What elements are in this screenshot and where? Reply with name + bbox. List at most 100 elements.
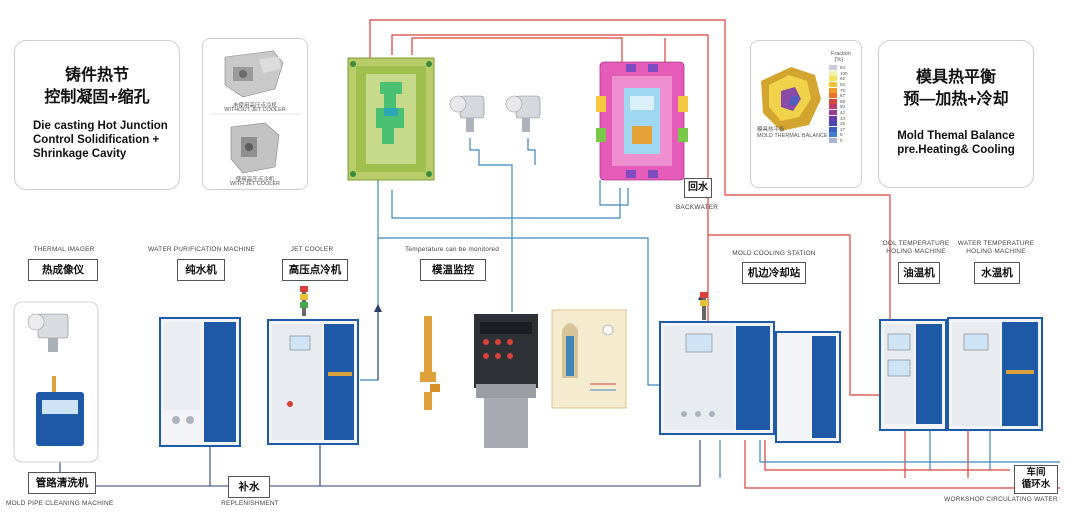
- workshop-water-label-2: 循环水: [1021, 479, 1051, 490]
- legend-value: 67: [840, 93, 846, 99]
- legend-value: 50: [840, 104, 846, 110]
- legend-value: 84: [840, 65, 846, 71]
- flow-arrow-up-left: [374, 304, 382, 312]
- workshop-water-label: 车间 循环水: [1014, 465, 1058, 494]
- oil-temp-label-en-2: HOLING MACHINE: [886, 248, 946, 255]
- temp-monitor-label: 模温监控: [420, 259, 486, 281]
- legend-row: 33: [829, 115, 857, 121]
- mold-cooling-label-en: MOLD COOLING STATION: [732, 250, 816, 257]
- pipe-cleaning-card: [13, 301, 99, 463]
- jet-cooler-head-2: [505, 95, 541, 132]
- replenish-label: 补水: [228, 476, 270, 498]
- with-jet-cooler-caption: 使用高压点冷机: [235, 177, 275, 183]
- hot-junction-title-en-3: Shrinkage Cavity: [33, 148, 127, 160]
- temperature-monitor-cabinet: [474, 314, 538, 448]
- mold-sensor-diagram: [551, 309, 627, 409]
- casting-part-top-image: [224, 50, 284, 98]
- legend-row: 17: [829, 126, 857, 133]
- mold-thermal-balance-card: 模具热平衡 预—加热+冷却 Mold Themal Balance pre.He…: [878, 40, 1034, 188]
- legend-row: 42: [829, 110, 857, 116]
- workshop-water-label-1: 车间: [1026, 467, 1046, 478]
- legend-swatch: [829, 104, 837, 110]
- jet-cooler-head-1: [449, 95, 485, 132]
- thermal-balance-title-zh-1: 模具热平衡: [915, 69, 996, 86]
- pipe-cleaning-label-en: MOLD PIPE CLEANING MACHINE: [6, 500, 114, 507]
- without-jet-cooler-caption: 未使用高压点冷机: [232, 103, 277, 109]
- legend-value: 0: [840, 138, 843, 144]
- water-temperature-machine: [947, 317, 1043, 431]
- legend-value: 42: [840, 110, 846, 116]
- legend-swatch: [829, 98, 837, 104]
- legend-swatch: [829, 110, 837, 116]
- legend-swatch: [829, 138, 837, 144]
- hot-junction-title-en-1: Die casting Hot Junction: [33, 120, 168, 132]
- casting-part-images: [209, 50, 301, 174]
- legend-row: 100: [829, 70, 857, 77]
- jet-cooler-machine: [267, 286, 359, 445]
- red-pipe-lines: [369, 19, 1060, 489]
- thermocouple-probe: [420, 316, 440, 410]
- legend-value: 75: [840, 87, 846, 93]
- legend-swatch: [829, 93, 837, 99]
- legend-swatch: [829, 70, 837, 76]
- water-temp-label-en-1: WATER TEMPERATURE: [957, 240, 1035, 247]
- legend-title-2: [%]: [835, 57, 843, 63]
- legend-value: 58: [840, 98, 846, 104]
- water-temp-label-en-2: HOLING MACHINE: [966, 248, 1026, 255]
- legend-row: 92: [829, 76, 857, 82]
- replenish-label-en: REPLENISHMENT: [221, 500, 279, 507]
- legend-swatch: [829, 82, 837, 88]
- legend-value: 8: [840, 132, 843, 138]
- thermal-balance-title-en-2: pre.Heating& Cooling: [897, 144, 1015, 156]
- legend-row: 8: [829, 132, 857, 138]
- mold-cooling-label: 机边冷却站: [742, 262, 806, 284]
- blue-pipe-lines: [360, 138, 1060, 478]
- temp-monitor-label-en: Temperature can be monitored: [404, 246, 500, 253]
- thermal-imager-label: 热成像仪: [28, 259, 98, 281]
- mold-cooling-station: [659, 292, 841, 443]
- backwater-label: 回水: [684, 178, 712, 198]
- legend-value: 92: [840, 76, 846, 82]
- legend-value: 100: [840, 70, 848, 76]
- hot-junction-title-zh-1: 铸件热节: [64, 67, 129, 84]
- oil-temp-label-en-1: OOL TEMPERATURE: [882, 240, 950, 247]
- legend-swatch: [829, 132, 837, 138]
- legend-row: 0: [829, 138, 857, 144]
- pipe-cleaning-label: 管路清洗机: [28, 472, 96, 494]
- hot-junction-title-zh-2: 控制凝固+缩孔: [44, 89, 150, 106]
- legend-title-1: Fraction: [831, 51, 851, 57]
- with-jet-cooler-caption-en: WITH JET COOLER: [229, 181, 280, 187]
- legend-value: 25: [840, 121, 846, 127]
- water-temp-label: 水温机: [974, 262, 1020, 284]
- water-purification-label: 纯水机: [177, 259, 225, 281]
- thermal-caption-en: MOLD THERMAL BALANCE: [757, 133, 828, 139]
- legend-row: 25: [829, 121, 857, 127]
- casting-part-bottom-image: [230, 122, 280, 174]
- legend-row: 84: [829, 65, 857, 71]
- thermal-balance-title-en-1: Mold Themal Balance: [897, 130, 1015, 142]
- legend-swatch: [829, 115, 837, 121]
- jet-cooler-label-en: JET COOLER: [290, 246, 334, 253]
- oil-temp-label: 油温机: [898, 262, 940, 284]
- thermal-simulation-image: [761, 67, 821, 131]
- legend-value: 17: [840, 126, 846, 132]
- legend-value: 83: [840, 82, 846, 88]
- jet-cooler-label: 高压点冷机: [282, 259, 348, 281]
- legend-row: 83: [829, 82, 857, 88]
- hot-junction-card: 铸件热节 控制凝固+缩孔 Die casting Hot Junction Co…: [14, 40, 180, 190]
- oil-temperature-machine: [879, 319, 947, 431]
- thermal-caption-zh: 模具热平衡: [757, 127, 785, 133]
- legend-swatch: [829, 87, 837, 93]
- legend-row: 50: [829, 104, 857, 110]
- hot-junction-title-en-2: Control Solidification +: [33, 134, 160, 146]
- legend-swatch: [829, 121, 837, 127]
- legend-row: 67: [829, 93, 857, 99]
- jet-cooler-comparison-card: 未使用高压点冷机 WITHOUT JET COOLER 使用高压点冷机 WITH…: [202, 38, 308, 190]
- without-jet-cooler-caption-en: WITHOUT JET COOLER: [224, 107, 286, 113]
